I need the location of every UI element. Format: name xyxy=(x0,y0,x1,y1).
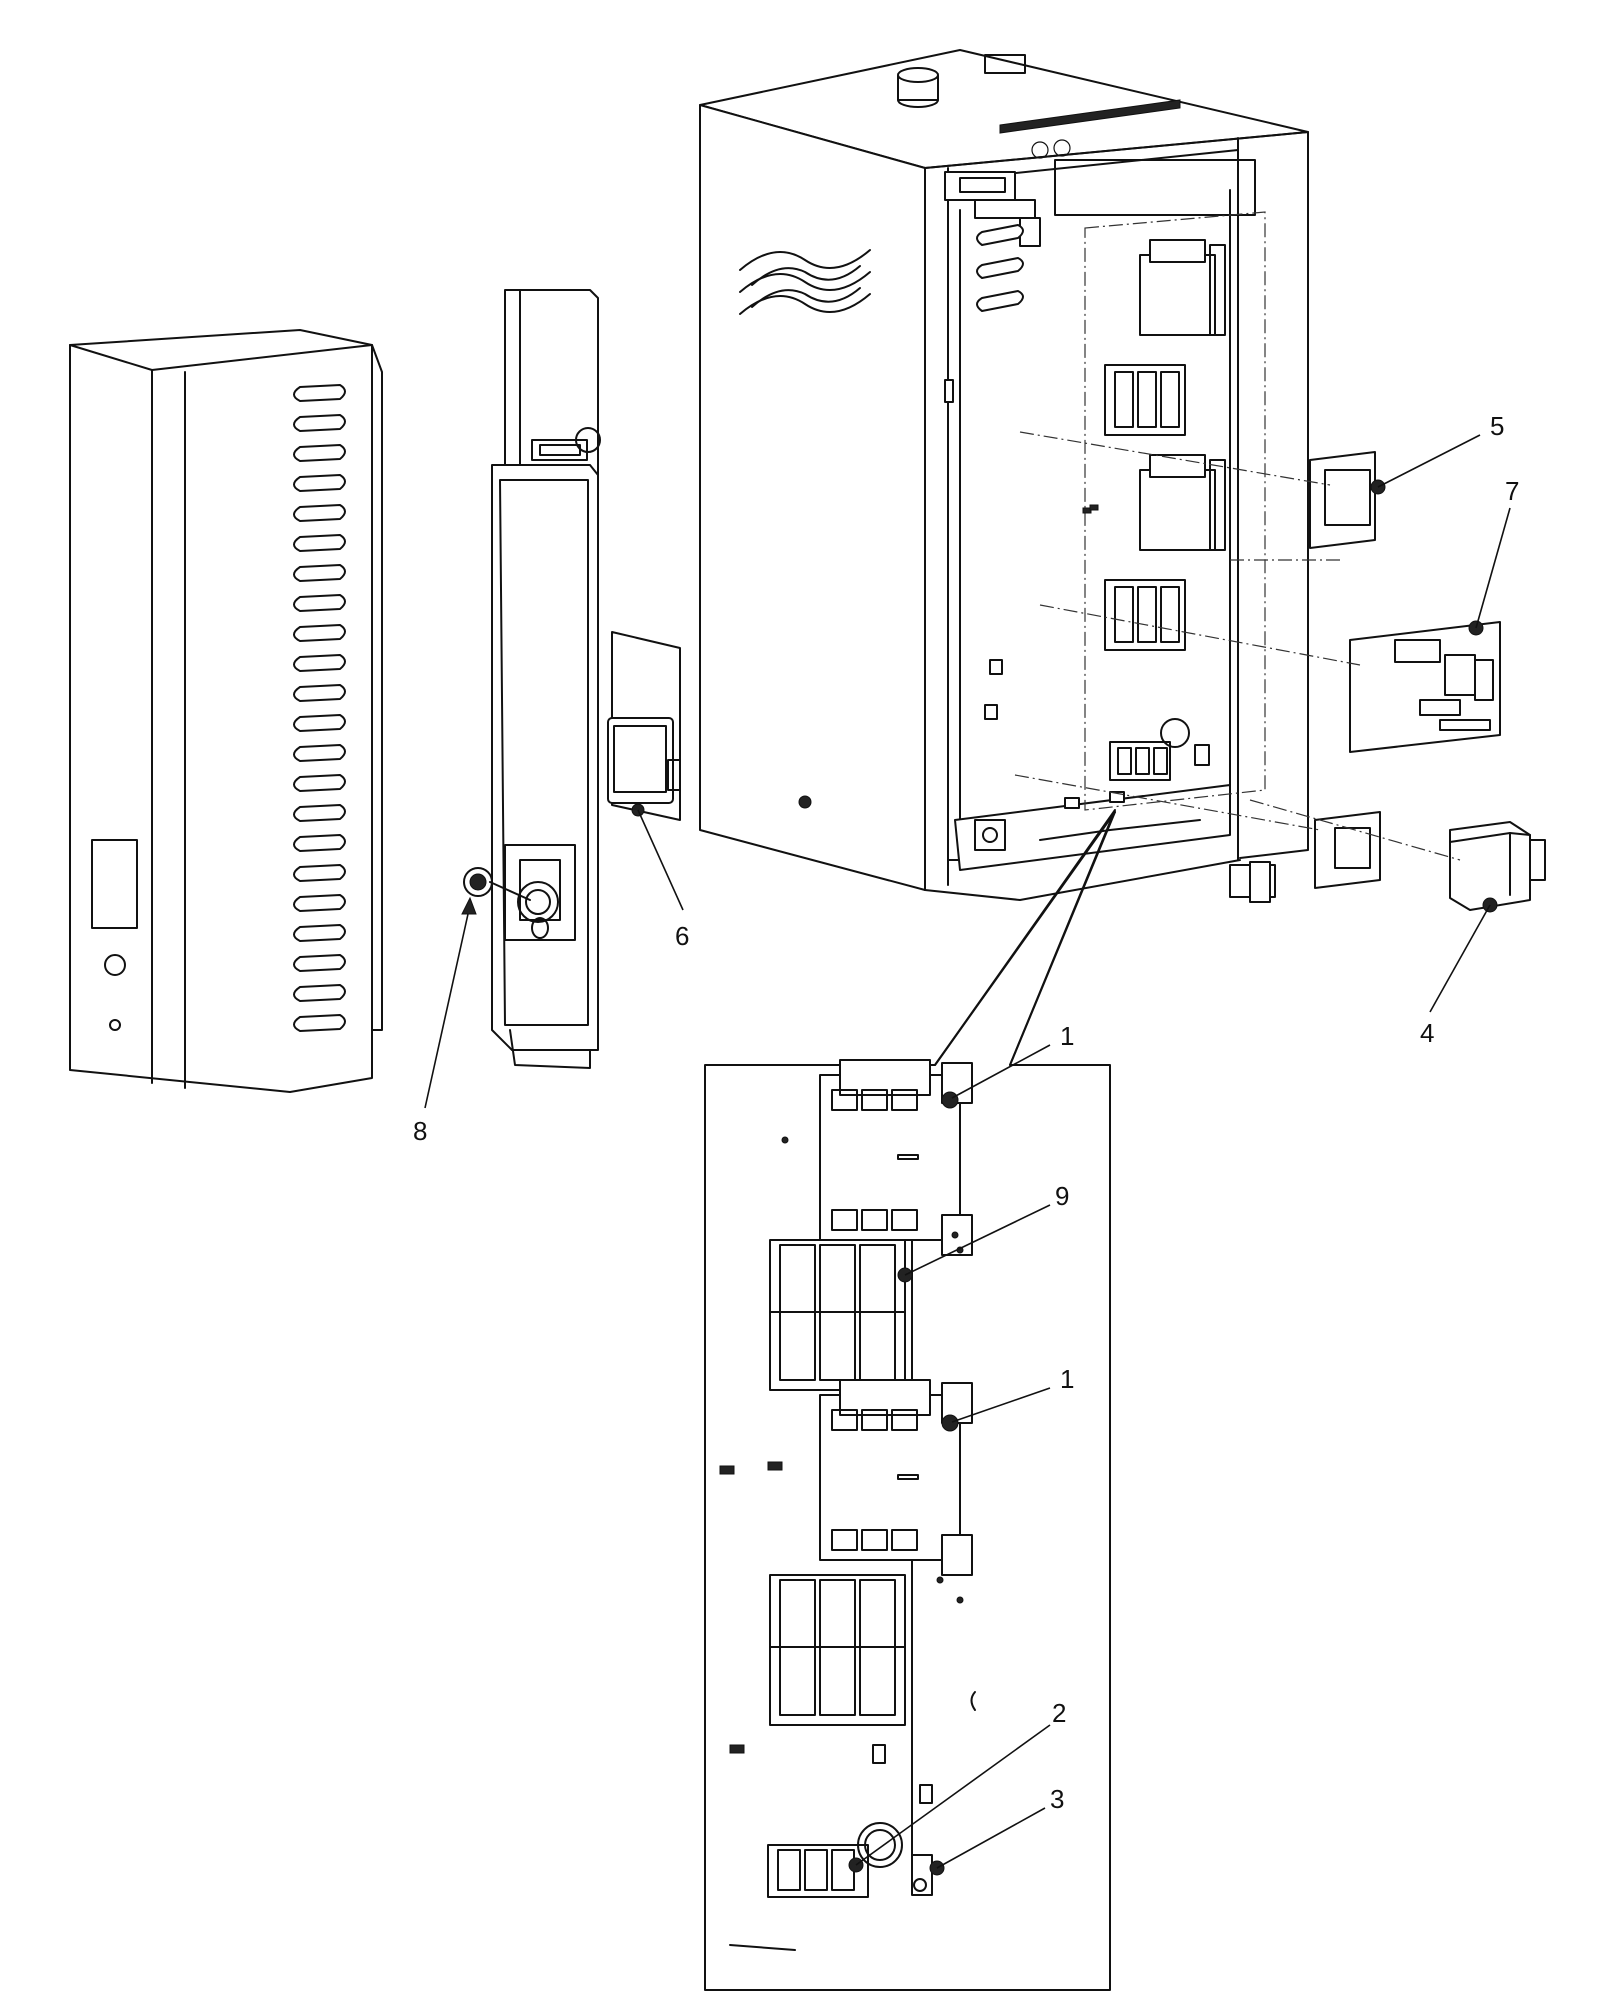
inset-contactor-lower xyxy=(819,1379,973,1576)
inset-fuse-block-lower xyxy=(769,1574,906,1726)
control-board-item-7 xyxy=(1349,620,1501,753)
cabinet-contactor-1 xyxy=(1139,239,1226,336)
callout-8: 8 xyxy=(413,896,477,1146)
inset-terminal-block xyxy=(767,1822,903,1898)
inset-ground-lug xyxy=(911,1854,945,1896)
cover-vent-slot xyxy=(293,984,346,1002)
cover-vent-slot xyxy=(293,684,346,702)
cover-vent-slot xyxy=(293,924,346,942)
cover-hole-upper xyxy=(104,954,126,976)
callout-label-7: 7 xyxy=(1505,476,1519,506)
power-switch-knob xyxy=(463,867,531,901)
callout-label-4: 4 xyxy=(1420,1018,1434,1048)
display-board xyxy=(607,631,681,821)
callout-label-1b: 1 xyxy=(1060,1364,1074,1394)
cover-vent-slot xyxy=(293,624,346,642)
cover-vent-slot xyxy=(293,804,346,822)
cover-vent-slot xyxy=(293,534,346,552)
detail-inset xyxy=(704,809,1116,1991)
relay-board-lower xyxy=(1314,811,1381,889)
cover-vent-slot xyxy=(293,894,346,912)
callout-label-1a: 1 xyxy=(1060,1021,1074,1051)
cabinet-fuse-block-1 xyxy=(1104,364,1186,436)
callout-label-6: 6 xyxy=(675,921,689,951)
callout-5: 5 xyxy=(1377,411,1504,488)
cover-vent-slot xyxy=(293,444,346,462)
callout-label-9: 9 xyxy=(1055,1181,1069,1211)
front-cover-panel xyxy=(69,329,383,1093)
callout-4: 4 xyxy=(1420,904,1491,1048)
cover-hole-lower xyxy=(109,1019,121,1031)
cover-vent-slot xyxy=(293,564,346,582)
cover-vent-slot xyxy=(293,834,346,852)
cover-vent-slot xyxy=(293,474,346,492)
control-panel xyxy=(491,289,601,1069)
callout-3: 3 xyxy=(936,1784,1064,1869)
transformer-item-4 xyxy=(1449,821,1546,913)
main-cabinet xyxy=(699,49,1309,903)
cover-vent-slot xyxy=(293,714,346,732)
cover-vent-slot xyxy=(293,744,346,762)
cover-vent-slot xyxy=(293,654,346,672)
callout-label-5: 5 xyxy=(1490,411,1504,441)
callout-1a: 1 xyxy=(951,1021,1074,1099)
callout-2: 2 xyxy=(855,1698,1066,1866)
callout-9: 9 xyxy=(904,1181,1069,1276)
assembly-lines xyxy=(1014,431,1461,861)
inset-fuse-block-upper xyxy=(769,1239,913,1391)
callout-label-8: 8 xyxy=(413,1116,427,1146)
callout-label-3: 3 xyxy=(1050,1784,1064,1814)
cabinet-contactor-2 xyxy=(1139,454,1226,551)
cabinet-terminal-block xyxy=(1109,718,1210,781)
cover-vent-slot xyxy=(293,1014,346,1032)
relay-board-item-5 xyxy=(1309,451,1386,549)
wave-logo-icon xyxy=(739,249,871,315)
cover-vent-slot xyxy=(293,384,346,402)
cover-vent-slot xyxy=(293,954,346,972)
cover-vent-slot xyxy=(293,594,346,612)
callout-6: 6 xyxy=(637,809,689,951)
inset-contactor-upper xyxy=(819,1059,973,1256)
cover-vent-slot xyxy=(293,774,346,792)
callout-1b: 1 xyxy=(951,1364,1074,1423)
cover-vent-slots xyxy=(293,384,346,1032)
top-vent-row xyxy=(999,99,1181,134)
cabinet-side-slots xyxy=(976,224,1024,312)
callout-7: 7 xyxy=(1475,476,1519,629)
cover-display-window xyxy=(91,839,138,929)
cabinet-fuse-block-2 xyxy=(1104,579,1186,651)
callout-label-2: 2 xyxy=(1052,1698,1066,1728)
cover-vent-slot xyxy=(293,864,346,882)
cover-vent-slot xyxy=(293,504,346,522)
cover-vent-slot xyxy=(293,414,346,432)
